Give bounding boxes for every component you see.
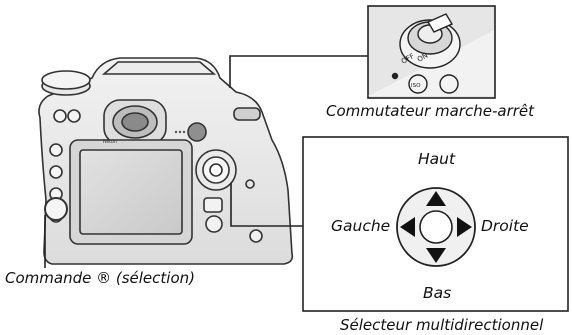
multi-selector-label: Sélecteur multidirectionnel [340, 316, 544, 334]
right-arrow-icon [457, 217, 472, 237]
iso-button [408, 74, 428, 94]
exposure-comp-button [439, 74, 459, 94]
left-arrow-icon [400, 217, 415, 237]
ok-button-label: Commande ® (sélection) [5, 269, 195, 287]
power-switch-closeup: OFF ON ISO [367, 5, 496, 99]
speaker-grille [174, 130, 186, 134]
main-command-dial [233, 107, 261, 121]
down-arrow-icon [426, 248, 446, 263]
prism-housing [101, 61, 217, 75]
up-arrow-icon [426, 191, 446, 206]
ok-button [44, 197, 68, 221]
lcd-monitor [79, 149, 183, 235]
leader-multi-selector [230, 183, 303, 227]
leader-power-switch [229, 55, 368, 88]
sub-selector [187, 122, 207, 142]
camera-body-illustration: Nikon [38, 57, 294, 265]
center-button [419, 210, 453, 244]
multi-selector-pad [396, 187, 476, 267]
iso-mark: ISO [411, 83, 421, 89]
direction-down-label: Bas [423, 284, 452, 302]
direction-left-label: Gauche [331, 217, 391, 235]
power-switch-label: Commutateur marche-arrêt [326, 102, 535, 120]
direction-up-label: Haut [418, 150, 456, 168]
direction-right-label: Droite [481, 217, 529, 235]
brand-mark: Nikon [103, 139, 117, 145]
